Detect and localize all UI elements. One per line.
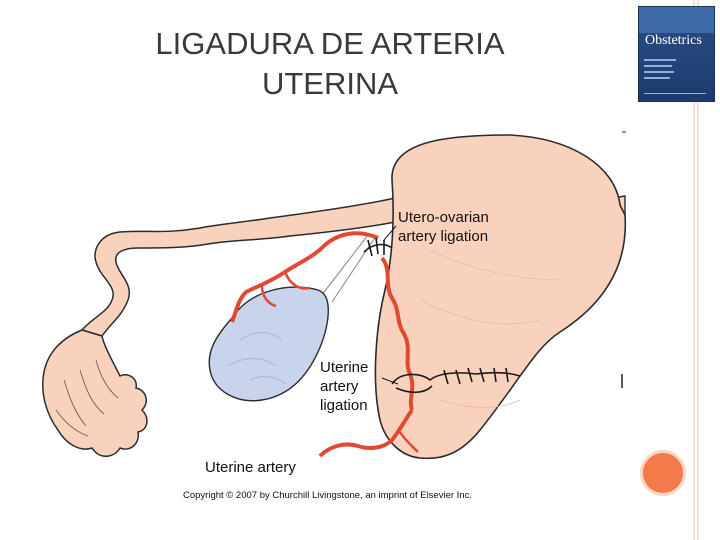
slide-title-line-2: UTERINA — [261, 66, 399, 101]
ovarian-ligament — [317, 234, 377, 303]
ovarian-artery-branch — [260, 271, 311, 308]
leader-line-utero-ovarian — [383, 225, 397, 241]
book-cover-text-line — [644, 59, 676, 61]
fimbriae — [42, 329, 148, 457]
book-cover-title: Obstetrics — [645, 33, 702, 48]
label-line: artery — [320, 378, 359, 395]
label-uterine-artery: Uterine artery — [205, 459, 296, 476]
book-cover-text-line — [644, 65, 672, 67]
slide-title-line-1: LIGADURA DE ARTERIA — [155, 26, 505, 61]
copyright-notice: Copyright © 2007 by Churchill Livingston… — [183, 490, 472, 501]
decorative-orange-circle — [640, 450, 686, 496]
label-line: Utero-ovarian — [398, 209, 489, 226]
utero-ovarian-suture — [363, 237, 393, 257]
label-line: ligation — [320, 397, 368, 414]
ovary — [208, 286, 329, 402]
fimbriae-detail — [55, 359, 119, 437]
uterine-artery-branch — [398, 431, 419, 453]
label-utero-ovarian-ligation: Utero-ovarian artery ligation — [398, 208, 489, 246]
label-line: Uterine — [320, 359, 369, 376]
book-cover-text-line — [644, 93, 706, 94]
book-cover-text-line — [644, 71, 674, 73]
ovary-shading — [227, 332, 287, 385]
uterus-texture — [419, 249, 561, 408]
label-uterine-artery-ligation: Uterine artery ligation — [320, 358, 368, 415]
label-line: artery ligation — [398, 228, 489, 245]
uterus-body — [374, 134, 627, 460]
slide-title: LIGADURA DE ARTERIA UTERINA — [110, 24, 550, 104]
uterine-suture — [391, 367, 521, 394]
book-cover-text-line — [644, 77, 670, 79]
book-cover-banner — [639, 7, 714, 33]
leader-line-uterine-ligation — [381, 377, 399, 385]
book-cover-image: Obstetrics — [638, 6, 715, 102]
uterine-artery-main — [318, 408, 414, 458]
uterine-artery-ascending — [380, 256, 415, 411]
